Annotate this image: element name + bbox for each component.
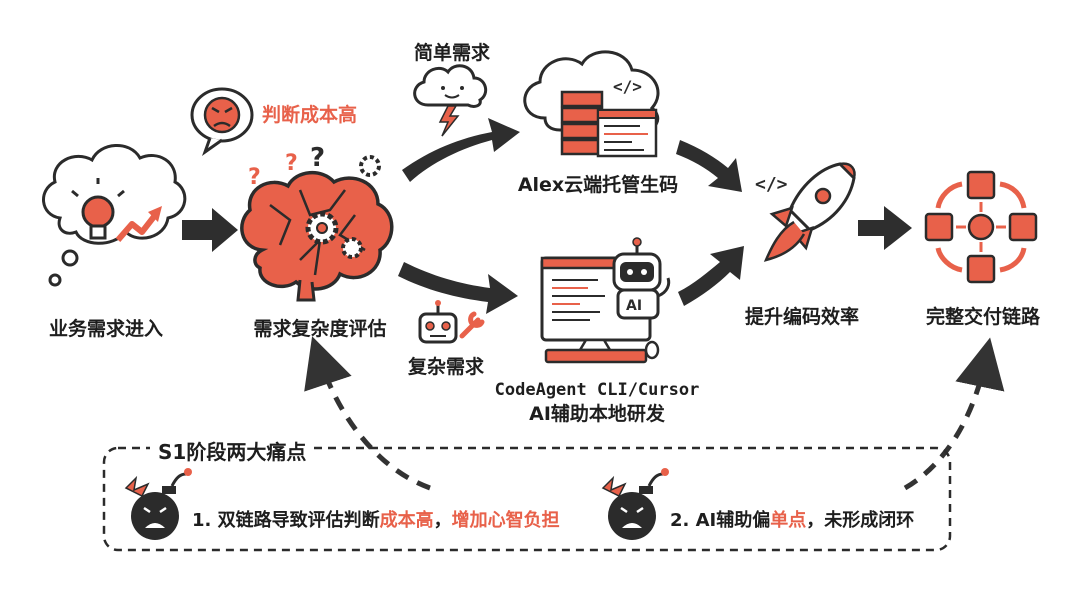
pain-point-2: 2. AI辅助偏单点，未形成闭环 — [670, 506, 914, 532]
label-judge-cost-high: 判断成本高 — [262, 104, 358, 126]
computer-ai-robot-icon: AI — [540, 237, 671, 364]
pain1-text: 1. 双链路导致评估判断 — [192, 510, 380, 531]
pain-point-1: 1. 双链路导致评估判断成本高，增加心智负担 — [192, 506, 560, 532]
pain1-highlight-cost: 成本高 — [379, 510, 434, 531]
svg-text:?: ? — [285, 151, 298, 176]
feedback-arrow-left — [304, 336, 431, 491]
svg-text:AI: AI — [626, 298, 642, 314]
svg-text:</>: </> — [613, 77, 642, 96]
label-alex-cloud: Alex云端托管生码 — [517, 174, 679, 196]
robot-wrench-icon — [418, 300, 485, 344]
label-coding-efficiency: 提升编码效率 — [744, 306, 860, 328]
arrow-to-alex — [402, 118, 520, 182]
lightbulb-idea-icon — [42, 144, 187, 287]
svg-text:?: ? — [248, 165, 261, 190]
bomb-face-icon — [601, 468, 669, 540]
angry-face-bubble-icon — [190, 87, 254, 156]
pain-points-panel — [102, 446, 952, 552]
arrow-codeagent-to-rocket — [678, 246, 744, 306]
label-business-input: 业务需求进入 — [48, 318, 164, 340]
workflow-loop-icon — [924, 170, 1038, 284]
label-simple-requirement: 简单需求 — [414, 42, 491, 64]
arrow-alex-to-rocket — [676, 140, 742, 192]
cloud-lightning-icon — [413, 64, 488, 137]
panel-title: S1阶段两大痛点 — [150, 436, 315, 465]
arrow-to-evaluate — [182, 208, 238, 252]
bomb-face-icon — [124, 468, 192, 540]
label-codeagent-line1: CodeAgent CLI/Cursor — [494, 380, 700, 400]
pain2-text: 2. AI辅助偏 — [670, 510, 771, 531]
feedback-arrow-right — [903, 337, 1005, 491]
cloud-server-code-icon: </> — [523, 50, 660, 158]
pain2-highlight-single: 单点 — [770, 510, 807, 531]
label-complex-requirement: 复杂需求 — [408, 356, 485, 378]
rocket-code-icon: </> — [755, 162, 856, 262]
svg-text:</>: </> — [755, 174, 788, 195]
pain1-separator: ， — [433, 510, 452, 531]
brain-gears-icon: ? ? ? — [240, 143, 394, 302]
label-complexity-evaluation: 需求复杂度评估 — [253, 318, 387, 340]
pain1-highlight-burden: 增加心智负担 — [451, 510, 560, 531]
arrow-to-codeagent — [398, 262, 518, 314]
label-codeagent-line2: AI辅助本地研发 — [529, 403, 665, 425]
label-complete-delivery: 完整交付链路 — [925, 306, 1041, 328]
arrow-to-complete — [858, 206, 912, 250]
pain2-text-end: ，未形成闭环 — [806, 510, 915, 531]
svg-text:?: ? — [310, 143, 325, 173]
